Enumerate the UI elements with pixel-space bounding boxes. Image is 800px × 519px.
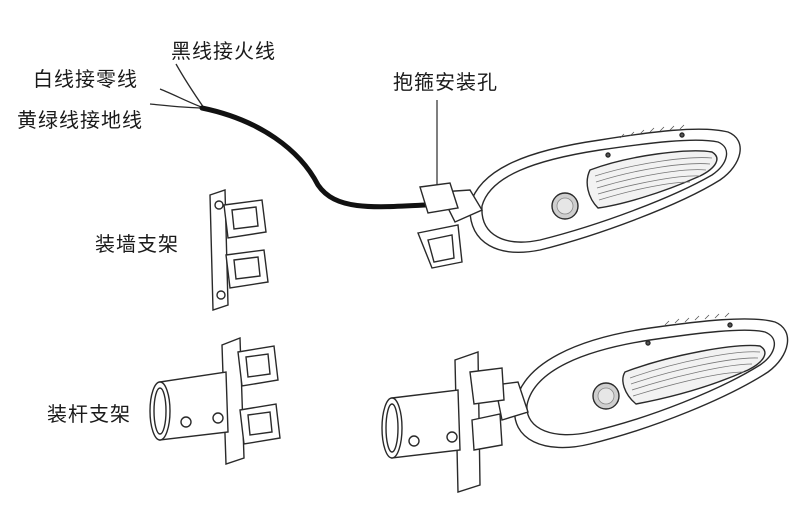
wire-leads bbox=[149, 63, 205, 109]
lamp-bottom bbox=[381, 312, 789, 493]
lamp-top bbox=[417, 124, 741, 269]
pole-bracket-part bbox=[149, 336, 281, 465]
label-wall-bracket: 装墙支架 bbox=[95, 232, 179, 256]
label-yellowgreen-wire: 黄绿线接地线 bbox=[17, 108, 143, 132]
wall-bracket-part bbox=[209, 189, 269, 311]
wall-bracket-plate bbox=[209, 189, 229, 311]
label-white-wire: 白线接零线 bbox=[33, 67, 138, 91]
lamp-bottom-fins bbox=[629, 351, 761, 397]
lamp-top-lower-bracket bbox=[417, 224, 463, 269]
lamp-top-ribs bbox=[619, 124, 685, 139]
label-black-wire: 黑线接火线 bbox=[171, 39, 276, 63]
label-hoop-mounting-hole: 抱箍安装孔 bbox=[393, 70, 498, 94]
lamp-top-mount-plate bbox=[419, 182, 459, 214]
lamp-bottom-inner-rim bbox=[526, 329, 775, 436]
lamp-top-inner-rim bbox=[481, 139, 728, 243]
black-wire-lead bbox=[175, 63, 205, 109]
power-cable bbox=[199, 105, 428, 210]
label-pole-bracket: 装杆支架 bbox=[47, 402, 131, 426]
lamp-top-fins bbox=[594, 157, 713, 201]
lamp-bottom-ribs bbox=[664, 312, 730, 326]
